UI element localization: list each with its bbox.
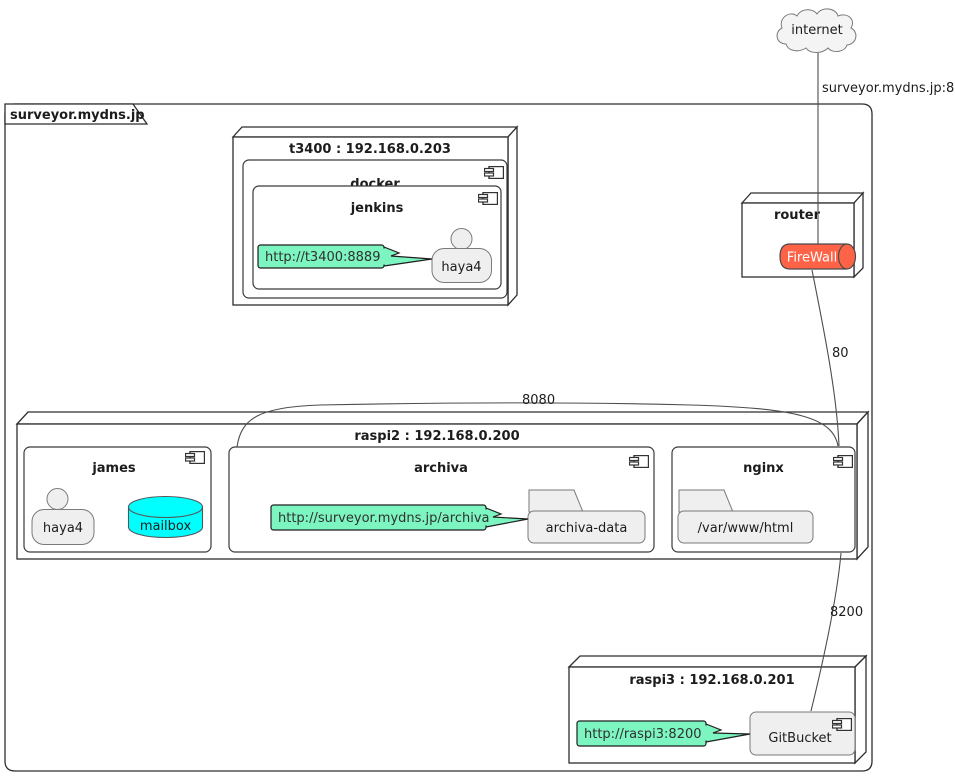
firewall-queue: FireWall: [779, 243, 857, 270]
frame-label: surveyor.mydns.jp: [10, 108, 145, 123]
person-head-icon: [46, 488, 69, 510]
node-raspi3: raspi3 : 192.168.0.201 GitBucket http://…: [567, 654, 868, 765]
note-archiva-url: http://surveyor.mydns.jp/archiva: [270, 504, 529, 531]
note-archiva-url-text: http://surveyor.mydns.jp/archiva: [278, 511, 490, 526]
internet-cloud: internet: [776, 8, 857, 53]
person-head-icon: [450, 228, 473, 250]
gitbucket-label: GitBucket: [768, 731, 831, 746]
mailbox-database: mailbox: [127, 495, 204, 539]
haya4-person-jenkins: haya4: [431, 228, 492, 283]
edge-label-8080: 8080: [522, 393, 555, 408]
internet-label: internet: [791, 23, 842, 38]
var-www-html-label: /var/www/html: [698, 521, 794, 536]
component-jenkins: jenkins haya4 http://t3400:8889: [252, 185, 502, 290]
note-gitbucket-url: http://raspi3:8200: [576, 720, 751, 747]
frame-tab: [4, 103, 149, 125]
archiva-data-label: archiva-data: [546, 521, 628, 536]
nginx-label: nginx: [743, 461, 784, 476]
node-raspi2: raspi2 : 192.168.0.200 james haya4 mailb…: [15, 410, 870, 561]
haya4-person-james: haya4: [31, 488, 95, 545]
edge-firewall-nginx: [811, 269, 840, 447]
note-jenkins-url-text: http://t3400:8889: [265, 250, 380, 265]
router-title: router: [774, 208, 821, 223]
node-t3400: t3400 : 192.168.0.203 docker jenkins hay…: [231, 125, 519, 307]
firewall-label: FireWall: [787, 251, 837, 266]
edge-label-internet: surveyor.mydns.jp:80: [822, 81, 955, 96]
raspi3-title: raspi3 : 192.168.0.201: [629, 673, 794, 688]
mailbox-label: mailbox: [140, 519, 192, 534]
frame-surveyor-mydns-jp: surveyor.mydns.jp: [4, 103, 873, 772]
component-nginx: nginx /var/www/html: [671, 446, 856, 553]
edge-archiva-nginx: [236, 402, 839, 448]
haya4-label: haya4: [441, 260, 481, 275]
raspi2-title: raspi2 : 192.168.0.200: [354, 429, 519, 444]
edges: surveyor.mydns.jp:80 80 8080 8200: [236, 53, 955, 712]
var-www-html-folder: /var/www/html: [677, 489, 814, 544]
component-gitbucket: GitBucket: [749, 711, 856, 756]
haya4-label: haya4: [43, 521, 83, 536]
james-label: james: [91, 461, 136, 476]
archiva-data-folder: archiva-data: [527, 489, 646, 544]
note-gitbucket-url-text: http://raspi3:8200: [584, 727, 702, 742]
t3400-title: t3400 : 192.168.0.203: [289, 142, 451, 157]
archiva-label: archiva: [414, 461, 468, 476]
component-james: james haya4 mailbox: [23, 446, 212, 553]
note-jenkins-url: http://t3400:8889: [257, 244, 433, 269]
component-archiva: archiva archiva-data http://surveyor.myd…: [228, 446, 655, 553]
jenkins-label: jenkins: [350, 201, 404, 216]
component-docker: docker jenkins haya4 http://t3400:8889: [242, 159, 508, 299]
edge-label-80: 80: [832, 346, 849, 361]
edge-nginx-gitbucket: [810, 552, 842, 712]
node-router: router FireWall: [740, 191, 865, 279]
edge-label-8200: 8200: [830, 605, 863, 620]
